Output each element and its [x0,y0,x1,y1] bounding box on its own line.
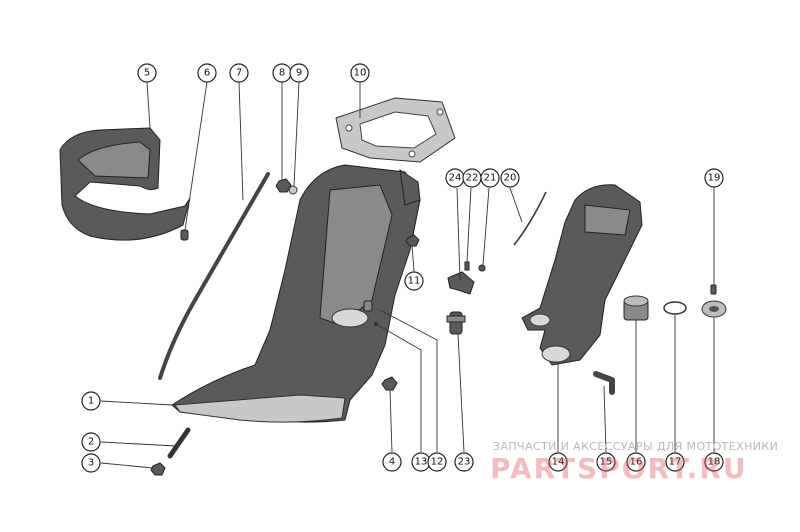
part-stud [167,427,191,459]
callout-8: 8 [272,63,292,83]
callout-18: 18 [704,452,724,472]
callout-2: 2 [81,432,101,452]
svg-text:7: 7 [236,68,242,79]
svg-text:13: 13 [415,457,428,468]
part-nut-4 [381,376,398,391]
svg-text:22: 22 [466,173,479,184]
part-nut-8 [275,178,292,193]
callout-19: 19 [704,168,724,188]
svg-text:9: 9 [296,68,302,79]
part-gear-housing [521,184,643,366]
part-nut-11 [405,234,420,247]
callout-14: 14 [548,452,568,472]
part-nut-3 [150,462,166,476]
part-ring [663,301,687,315]
part-pin [180,229,189,241]
part-pin-19 [710,284,717,295]
part-screw-21 [478,264,486,272]
svg-text:4: 4 [389,457,395,468]
callout-17: 17 [665,452,685,472]
svg-text:10: 10 [354,68,367,79]
part-gasket [335,97,456,163]
svg-text:8: 8 [279,68,285,79]
svg-text:24: 24 [449,173,462,184]
svg-text:15: 15 [600,457,613,468]
callout-3: 3 [81,453,101,473]
callout-1: 1 [81,391,101,411]
callout-5: 5 [137,63,157,83]
part-driveshaft-housing [171,164,421,423]
part-seal [701,300,727,318]
part-strip [158,172,270,380]
part-cowl [59,127,191,241]
callout-23: 23 [454,452,474,472]
svg-text:18: 18 [708,457,721,468]
part-fitting [446,311,466,335]
svg-text:20: 20 [504,173,517,184]
callout-11: 11 [404,271,424,291]
part-wire-link [513,191,547,246]
svg-text:11: 11 [408,276,421,287]
callout-22: 22 [462,168,482,188]
callout-10: 10 [350,63,370,83]
svg-text:2: 2 [88,437,94,448]
svg-text:16: 16 [630,457,643,468]
callout-20: 20 [500,168,520,188]
leader-lines [100,81,715,469]
svg-text:12: 12 [431,457,444,468]
svg-text:14: 14 [552,457,565,468]
callout-7: 7 [229,63,249,83]
callout-4: 4 [382,452,402,472]
part-elbow [593,371,615,395]
svg-text:3: 3 [88,458,94,469]
callout-9: 9 [289,63,309,83]
svg-text:5: 5 [144,68,150,79]
part-washer-9 [288,185,298,195]
svg-text:6: 6 [204,68,210,79]
svg-text:23: 23 [458,457,471,468]
callout-16: 16 [626,452,646,472]
svg-text:19: 19 [708,173,721,184]
callout-6: 6 [197,63,217,83]
part-screw-22 [464,261,470,271]
callout-12: 12 [427,452,447,472]
svg-text:21: 21 [484,173,497,184]
svg-text:1: 1 [88,396,94,407]
callout-21: 21 [480,168,500,188]
part-bracket [447,271,475,295]
watermark-tagline: ЗАПЧАСТИ И АКСЕССУАРЫ ДЛЯ МОТОТЕХНИКИ [493,440,779,453]
part-bearing [623,295,649,321]
callout-24: 24 [445,168,465,188]
part-clip-12 [363,300,373,312]
watermark-brand: PARTSPORT.RU [490,452,748,485]
callout-15: 15 [596,452,616,472]
callout-13: 13 [411,452,431,472]
svg-text:17: 17 [669,457,682,468]
